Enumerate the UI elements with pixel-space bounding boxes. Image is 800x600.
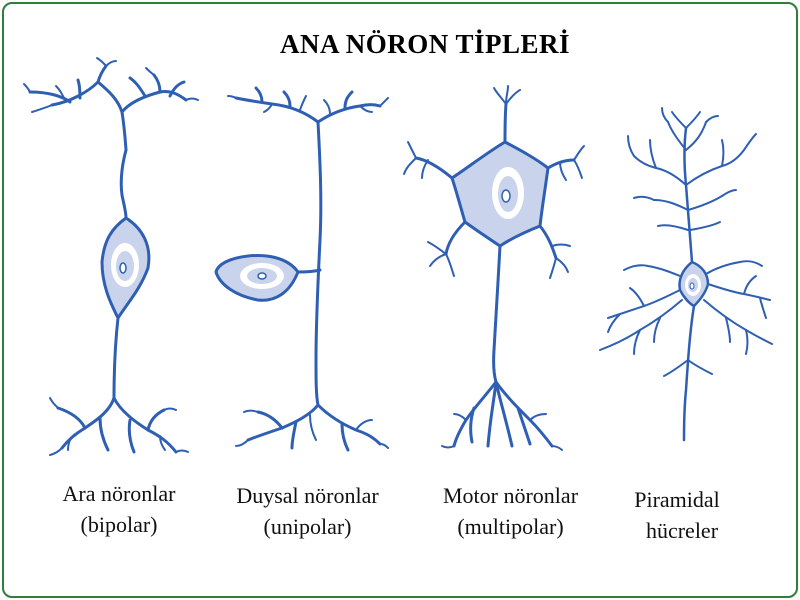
bipolar-neuron xyxy=(23,57,199,456)
unipolar-neuron xyxy=(214,86,389,452)
label-multipolar: Motor nöronlar (multipolar) xyxy=(418,480,603,542)
label-multipolar-line1: Motor nöronlar xyxy=(442,483,579,508)
label-unipolar: Duysal nöronlar (unipolar) xyxy=(210,480,405,542)
pyramidal-neuron xyxy=(599,107,773,442)
label-bipolar-line1: Ara nöronlar xyxy=(62,481,176,506)
label-bipolar: Ara nöronlar (bipolar) xyxy=(44,478,194,540)
label-multipolar-line2: (multipolar) xyxy=(457,514,564,539)
label-unipolar-line2: (unipolar) xyxy=(263,514,352,539)
label-pyramidal: Piramidal hücreler xyxy=(614,484,740,546)
diagram-title: ANA NÖRON TİPLERİ xyxy=(279,29,571,59)
label-bipolar-line2: (bipolar) xyxy=(80,512,158,537)
multipolar-neuron xyxy=(403,85,585,451)
label-unipolar-line1: Duysal nöronlar xyxy=(236,483,379,508)
label-pyramidal-line1: Piramidal xyxy=(634,487,720,512)
label-pyramidal-line2: hücreler xyxy=(645,518,719,543)
